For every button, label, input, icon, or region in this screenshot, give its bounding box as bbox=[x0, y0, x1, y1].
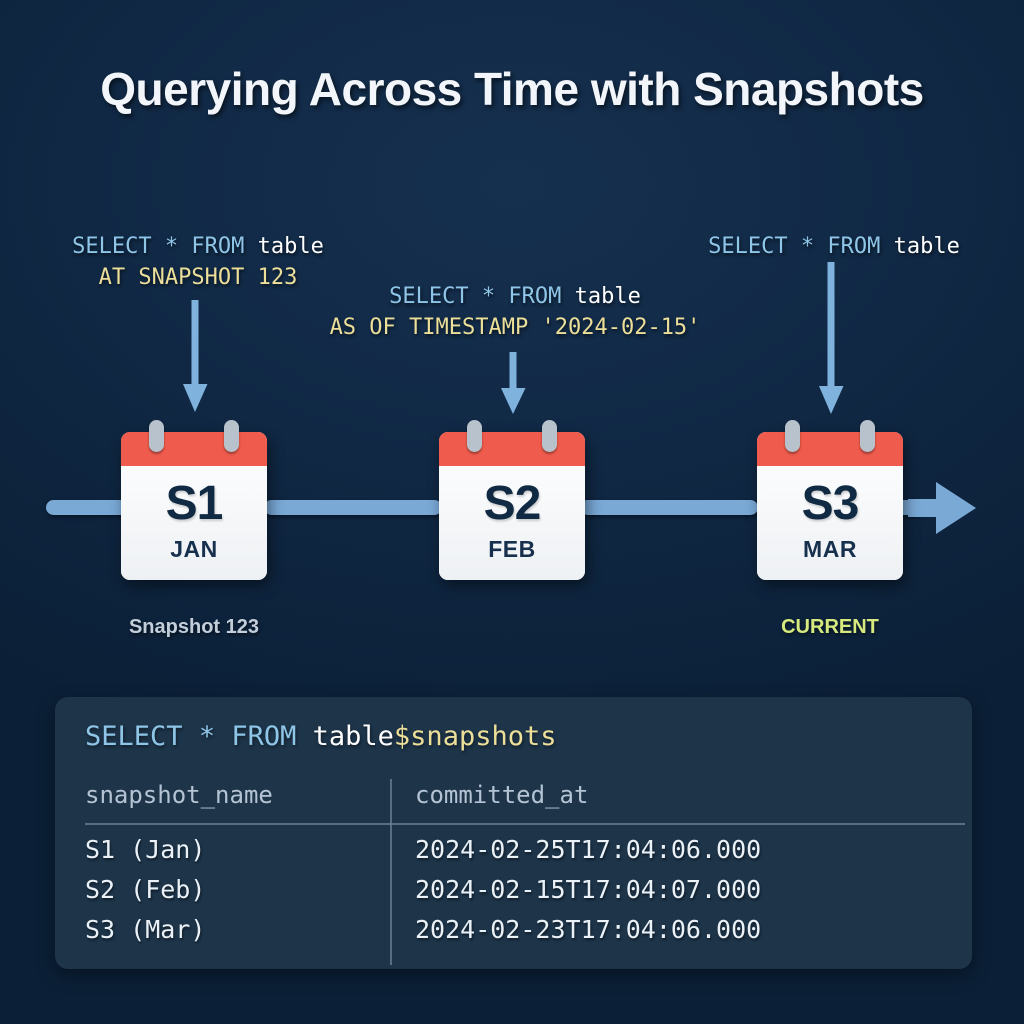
annotation-snapshot-query-line1: SELECT * FROM table bbox=[48, 231, 348, 262]
sql-identifier: table bbox=[257, 234, 324, 259]
down-arrow-icon-s2 bbox=[501, 352, 526, 414]
calendar-ring-right-icon bbox=[860, 420, 875, 452]
sql-keyword-select: SELECT bbox=[85, 721, 183, 752]
sql-star: * bbox=[800, 234, 815, 259]
snapshots-result-panel: SELECT * FROM table$snapshots snapshot_n… bbox=[55, 697, 972, 969]
sql-keyword-select: SELECT bbox=[708, 234, 788, 259]
cell-committed-at: 2024-02-15T17:04:07.000 bbox=[415, 875, 762, 904]
cell-snapshot-name: S2 (Feb) bbox=[85, 875, 206, 904]
sql-clause-as-of-timestamp: AS OF TIMESTAMP '2024-02-15' bbox=[329, 315, 701, 340]
sql-keyword-from: FROM bbox=[191, 234, 245, 259]
snapshot-card-s3[interactable]: S3 MAR bbox=[757, 420, 903, 580]
calendar-header-bar bbox=[121, 432, 267, 466]
cell-committed-at: 2024-02-23T17:04:06.000 bbox=[415, 915, 762, 944]
annotation-current-query: SELECT * FROM table bbox=[684, 231, 984, 262]
calendar-ring-left-icon bbox=[785, 420, 800, 452]
table-column-divider bbox=[390, 779, 392, 965]
table-header-row: snapshot_name committed_at bbox=[85, 779, 945, 821]
snapshot-card-s1[interactable]: S1 JAN bbox=[121, 420, 267, 580]
timeline-segment-s1-s2 bbox=[264, 500, 442, 515]
calendar-ring-left-icon bbox=[149, 420, 164, 452]
down-arrow-icon-s3 bbox=[819, 262, 844, 414]
calendar-body bbox=[439, 466, 585, 580]
snapshot-caption-s3: CURRENT bbox=[781, 616, 879, 638]
sql-keyword-from: FROM bbox=[231, 721, 297, 752]
snapshot-card-s2[interactable]: S2 FEB bbox=[439, 420, 585, 580]
annotation-snapshot-query: SELECT * FROM table AT SNAPSHOT 123 bbox=[48, 231, 348, 293]
snapshot-month-s2: FEB bbox=[488, 536, 536, 562]
sql-identifier: table bbox=[893, 234, 960, 259]
annotation-timestamp-query-line2: AS OF TIMESTAMP '2024-02-15' bbox=[300, 312, 730, 343]
calendar-body bbox=[757, 466, 903, 580]
page-title: Querying Across Time with Snapshots bbox=[100, 63, 924, 115]
timeline-segment-start bbox=[46, 500, 128, 515]
sql-identifier: table bbox=[312, 721, 394, 752]
timeline-segment-s2-s3 bbox=[580, 500, 758, 515]
annotation-timestamp-query: SELECT * FROM table AS OF TIMESTAMP '202… bbox=[300, 281, 730, 343]
sql-keyword-from: FROM bbox=[827, 234, 881, 259]
column-header-committed-at: committed_at bbox=[415, 781, 589, 809]
snapshots-table: snapshot_name committed_at S1 (Jan) 2024… bbox=[85, 779, 965, 965]
table-row: S2 (Feb) 2024-02-15T17:04:07.000 bbox=[85, 875, 965, 915]
table-row: S3 (Mar) 2024-02-23T17:04:06.000 bbox=[85, 915, 965, 955]
snapshot-month-s3: MAR bbox=[803, 536, 857, 562]
cell-committed-at: 2024-02-25T17:04:06.000 bbox=[415, 835, 762, 864]
snapshot-month-s1: JAN bbox=[170, 536, 218, 562]
calendar-ring-right-icon bbox=[542, 420, 557, 452]
snapshot-caption-s1: Snapshot 123 bbox=[128, 616, 260, 638]
snapshot-label-s3: S3 bbox=[801, 477, 860, 530]
annotation-current-query-line1: SELECT * FROM table bbox=[684, 231, 984, 262]
panel-sql-query: SELECT * FROM table$snapshots bbox=[85, 721, 556, 752]
down-arrow-icon-s1 bbox=[183, 300, 208, 412]
annotation-timestamp-query-line1: SELECT * FROM table bbox=[300, 281, 730, 312]
column-header-snapshot-name: snapshot_name bbox=[85, 781, 273, 809]
sql-star: * bbox=[198, 721, 216, 752]
timeline-arrow-icon bbox=[908, 482, 976, 534]
calendar-header-bar bbox=[439, 432, 585, 466]
annotation-snapshot-query-line2: AT SNAPSHOT 123 bbox=[48, 262, 348, 293]
snapshot-label-s1: S1 bbox=[165, 477, 224, 530]
table-row: S1 (Jan) 2024-02-25T17:04:06.000 bbox=[85, 835, 965, 875]
cell-snapshot-name: S3 (Mar) bbox=[85, 915, 206, 944]
sql-metadata-suffix: $snapshots bbox=[393, 721, 557, 752]
cell-snapshot-name: S1 (Jan) bbox=[85, 835, 206, 864]
calendar-ring-left-icon bbox=[467, 420, 482, 452]
sql-star: * bbox=[164, 234, 179, 259]
sql-keyword-select: SELECT bbox=[389, 284, 469, 309]
snapshot-label-s2: S2 bbox=[483, 477, 542, 530]
sql-keyword-from: FROM bbox=[508, 284, 562, 309]
sql-identifier: table bbox=[574, 284, 641, 309]
table-body: S1 (Jan) 2024-02-25T17:04:06.000 S2 (Feb… bbox=[85, 835, 965, 955]
calendar-header-bar bbox=[757, 432, 903, 466]
sql-clause-at-snapshot: AT SNAPSHOT 123 bbox=[98, 265, 298, 290]
sql-star: * bbox=[481, 284, 496, 309]
table-header-divider bbox=[85, 823, 965, 825]
calendar-ring-right-icon bbox=[224, 420, 239, 452]
calendar-body bbox=[121, 466, 267, 580]
sql-keyword-select: SELECT bbox=[72, 234, 152, 259]
